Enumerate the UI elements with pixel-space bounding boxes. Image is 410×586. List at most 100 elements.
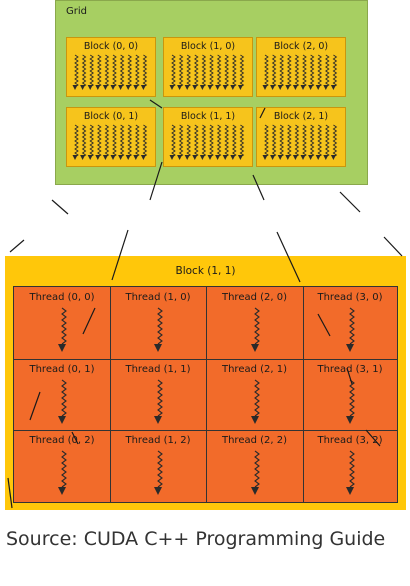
thread-grid: Thread (0, 0)Thread (1, 0)Thread (2, 0)T… [13,286,398,503]
thread-squiggle [239,124,245,158]
block-detail-label: Block (1, 1) [175,265,236,277]
thread-label: Thread (3, 2) [317,435,383,446]
thread-arrowhead [300,85,306,90]
block-label: Block (2, 1) [273,111,329,122]
thread-arrowhead [230,155,236,160]
thread-squiggle [302,124,307,158]
thread-label: Thread (0, 1) [29,364,95,375]
thread-arrowhead [118,155,124,160]
thread-arrowhead [140,85,146,90]
thread-arrowhead [102,155,108,160]
thread-arrow-icon [154,450,163,495]
thread-arrowhead [184,85,190,90]
thread-arrowhead [177,155,183,160]
thread-squiggle [332,54,338,88]
thread-label: Thread (0, 2) [29,435,95,446]
thread-arrow-icon [250,379,260,424]
thread-squiggle [209,124,214,158]
thread-cell: Thread (3, 2) [303,430,397,502]
thread-arrowhead [315,85,321,90]
thread-squiggle [216,54,222,88]
thread-arrowhead [230,85,236,90]
thread-arrowhead [323,155,329,160]
block-1-1: Block (1, 1) [163,107,253,167]
thread-squiggle [112,124,117,158]
thread-squiggle [286,124,292,158]
thread-label: Thread (2, 1) [221,364,288,375]
thread-arrowhead [102,85,108,90]
thread-arrowhead [133,155,139,160]
block-threads-glyph [72,124,148,160]
thread-squiggle [264,54,269,88]
thread-squiggle [104,124,110,158]
thread-squiggle [224,54,230,88]
thread-label: Thread (1, 2) [125,435,191,446]
thread-squiggle [286,54,292,88]
thread-squiggle [216,124,222,158]
thread-grid-divider [206,287,207,502]
thread-arrow-icon [154,307,163,352]
thread-arrowhead [184,155,190,160]
thread-arrowhead [80,155,86,160]
thread-arrowhead [277,155,283,160]
thread-squiggle [294,54,300,88]
thread-cell: Thread (1, 0) [110,287,206,359]
thread-arrowhead [110,155,116,160]
thread-arrowhead [95,155,101,160]
connector-segment [339,191,361,213]
thread-grid-divider [110,287,111,502]
thread-squiggle [193,124,199,158]
thread-squiggle [171,124,176,158]
thread-arrowhead [215,155,221,160]
block-threads-glyph [169,54,245,90]
thread-squiggle [271,124,277,158]
thread-arrowhead [330,155,336,160]
thread-arrowhead [87,155,93,160]
thread-squiggle [119,124,125,158]
thread-squiggle [324,54,330,88]
thread-squiggle [89,54,95,88]
thread-arrowhead [192,85,198,90]
thread-arrowhead [292,155,298,160]
thread-arrowhead [118,85,124,90]
thread-squiggle [171,54,176,88]
thread-squiggle [104,54,110,88]
thread-cell: Thread (1, 2) [110,430,206,502]
thread-cell: Thread (2, 2) [206,430,303,502]
thread-arrowhead [95,85,101,90]
thread-cell: Thread (3, 0) [303,287,397,359]
thread-arrowhead [262,85,268,90]
thread-cell: Thread (2, 0) [206,287,303,359]
thread-arrowhead [237,155,243,160]
thread-arrow-icon [346,307,355,352]
thread-arrowhead [323,85,329,90]
thread-arrowhead [87,85,93,90]
thread-arrowhead [308,85,314,90]
thread-arrowhead [192,155,198,160]
thread-label: Thread (3, 1) [317,364,383,375]
thread-squiggle [81,124,87,158]
block-threads-glyph [262,54,338,90]
thread-squiggle [309,54,315,88]
thread-squiggle [142,54,148,88]
thread-arrow-icon [250,307,260,352]
thread-arrowhead [133,85,139,90]
thread-squiggle [201,54,207,88]
thread-squiggle [239,54,245,88]
thread-label: Thread (2, 2) [221,435,288,446]
thread-squiggle [302,54,307,88]
thread-arrowhead [315,155,321,160]
block-0-0: Block (0, 0) [66,37,156,97]
block-2-0: Block (2, 0) [256,37,346,97]
thread-squiggle [89,124,95,158]
thread-squiggle [112,54,117,88]
thread-squiggle [231,124,237,158]
block-label: Block (0, 1) [83,111,139,122]
block-threads-glyph [72,54,148,90]
thread-cell: Thread (0, 1) [14,359,110,430]
thread-squiggle [119,54,125,88]
thread-squiggle [209,54,214,88]
source-caption: Source: CUDA C++ Programming Guide [6,528,386,550]
block-label: Block (1, 0) [180,41,236,52]
thread-arrowhead [285,85,291,90]
